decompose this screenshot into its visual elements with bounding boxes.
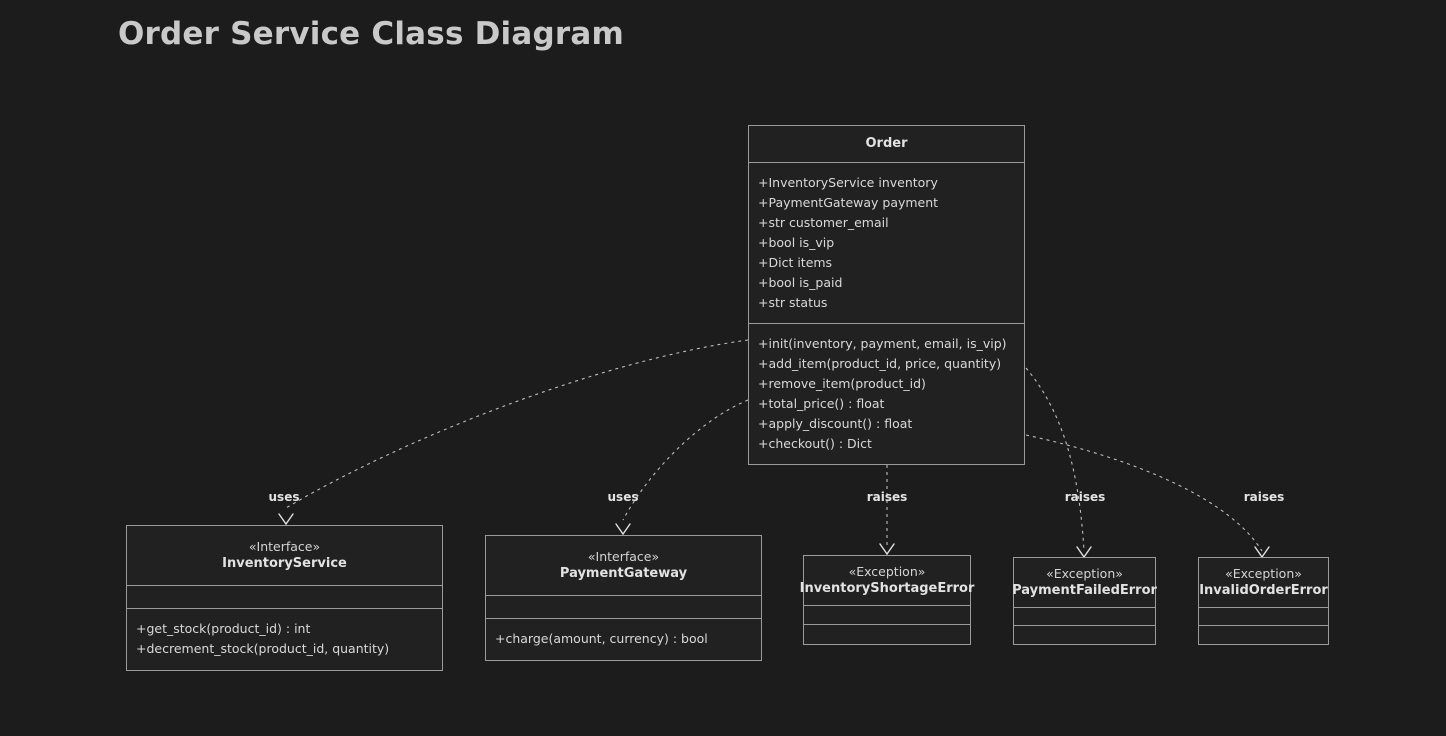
- class-method: +init(inventory, payment, email, is_vip): [758, 336, 1007, 351]
- class-name-inventory-shortage-error: InventoryShortageError: [799, 581, 975, 596]
- edge-label-raises-invalidordererror: raises: [1243, 490, 1285, 504]
- class-attributes-order: +InventoryService inventory +PaymentGate…: [749, 163, 1024, 324]
- class-stereotype-exception: «Exception»: [1225, 566, 1302, 581]
- class-header-inventory-shortage-error: «Exception» InventoryShortageError: [800, 556, 974, 606]
- class-header-payment-failed-error: «Exception» PaymentFailedError: [1012, 558, 1157, 608]
- arrowhead-inventoryshortageerror: [879, 543, 895, 556]
- edge-order-paymentfailederror: [1025, 367, 1085, 551]
- class-method: +decrement_stock(product_id, quantity): [136, 641, 390, 656]
- class-method: +total_price() : float: [758, 396, 885, 411]
- class-stereotype-interface: «Interface»: [248, 539, 321, 554]
- edge-label-raises-paymentfailederror: raises: [1064, 490, 1106, 504]
- arrowhead-paymentgateway: [615, 523, 631, 536]
- class-methods-payment-gateway: +charge(amount, currency) : bool: [486, 619, 761, 661]
- class-node-invalid-order-error[interactable]: «Exception» InvalidOrderError: [1198, 557, 1329, 645]
- edge-order-paymentgateway: [622, 399, 749, 521]
- arrowhead-invalidordererror: [1254, 546, 1270, 559]
- class-header-payment-gateway: «Interface» PaymentGateway: [486, 536, 761, 596]
- class-node-payment-failed-error[interactable]: «Exception» PaymentFailedError: [1012, 557, 1157, 645]
- class-method: +charge(amount, currency) : bool: [495, 631, 708, 646]
- class-attribute: +PaymentGateway payment: [758, 195, 939, 210]
- class-methods-inventory-shortage-error: [804, 625, 970, 644]
- class-attributes-payment-failed-error: [1014, 608, 1155, 626]
- class-name-payment-gateway: PaymentGateway: [559, 566, 688, 581]
- class-methods-invalid-order-error: [1199, 626, 1328, 644]
- page-title: Order Service Class Diagram: [118, 16, 624, 52]
- class-stereotype-interface: «Interface»: [587, 549, 660, 564]
- class-method: +checkout() : Dict: [758, 436, 872, 451]
- class-name-payment-failed-error: PaymentFailedError: [1012, 583, 1157, 598]
- edge-order-invalidordererror: [1025, 434, 1263, 552]
- class-header-order: Order: [749, 126, 1024, 163]
- class-node-inventory-shortage-error[interactable]: «Exception» InventoryShortageError: [800, 555, 974, 645]
- class-methods-inventory-service: +get_stock(product_id) : int +decrement_…: [127, 609, 442, 671]
- class-attribute: +bool is_vip: [758, 235, 835, 250]
- class-stereotype-exception: «Exception»: [1046, 566, 1123, 581]
- class-methods-order: +init(inventory, payment, email, is_vip)…: [749, 324, 1024, 466]
- class-node-inventory-service[interactable]: «Interface» InventoryService +get_stock(…: [126, 525, 443, 671]
- class-name-invalid-order-error: InvalidOrderError: [1199, 583, 1328, 598]
- class-method: +get_stock(product_id) : int: [136, 621, 311, 636]
- arrowhead-paymentfailederror: [1076, 546, 1092, 559]
- class-header-inventory-service: «Interface» InventoryService: [127, 526, 442, 586]
- class-method: +apply_discount() : float: [758, 416, 913, 431]
- class-header-invalid-order-error: «Exception» InvalidOrderError: [1199, 558, 1328, 608]
- class-attribute: +bool is_paid: [758, 275, 843, 290]
- class-attributes-invalid-order-error: [1199, 608, 1328, 626]
- class-node-order[interactable]: Order +InventoryService inventory +Payme…: [748, 125, 1025, 465]
- class-attributes-inventory-service: [127, 586, 442, 609]
- edge-order-inventoryservice: [285, 339, 749, 509]
- edge-label-raises-inventoryshortageerror: raises: [866, 490, 908, 504]
- class-name-inventory-service: InventoryService: [222, 556, 347, 571]
- class-methods-payment-failed-error: [1014, 626, 1155, 644]
- class-name-order: Order: [865, 136, 908, 151]
- class-attribute: +str customer_email: [758, 215, 889, 230]
- class-attributes-inventory-shortage-error: [804, 606, 970, 625]
- class-method: +add_item(product_id, price, quantity): [758, 356, 1002, 371]
- arrowhead-inventoryservice: [278, 513, 294, 526]
- class-node-payment-gateway[interactable]: «Interface» PaymentGateway +charge(amoun…: [485, 535, 762, 661]
- class-attributes-payment-gateway: [486, 596, 761, 619]
- edge-label-uses-inventoryservice: uses: [268, 490, 300, 504]
- class-attribute: +str status: [758, 295, 828, 310]
- class-attribute: +Dict items: [758, 255, 833, 270]
- class-method: +remove_item(product_id): [758, 376, 926, 391]
- class-attribute: +InventoryService inventory: [758, 175, 938, 190]
- edge-label-uses-paymentgateway: uses: [607, 490, 639, 504]
- class-stereotype-exception: «Exception»: [848, 564, 926, 579]
